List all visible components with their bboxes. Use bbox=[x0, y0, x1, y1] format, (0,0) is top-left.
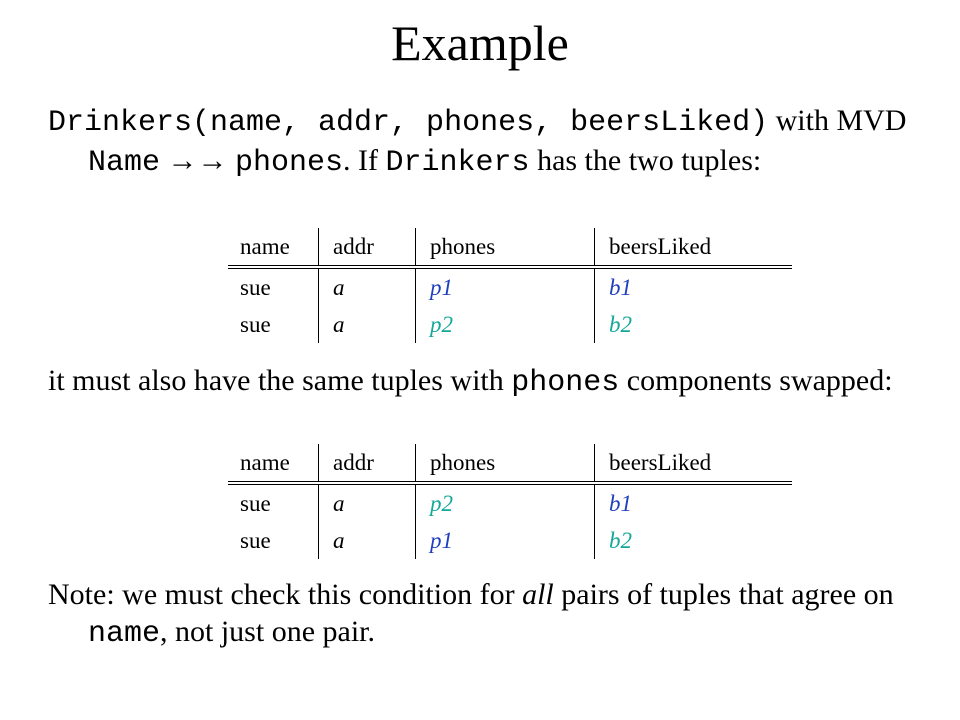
table-row: sue a p1 b2 bbox=[228, 522, 792, 559]
table-cell: sue bbox=[240, 491, 271, 516]
table-cell: p2 bbox=[415, 306, 595, 343]
table-row: sue a p1 b1 bbox=[228, 267, 792, 306]
table-cell: a bbox=[318, 306, 416, 343]
name-code: name bbox=[88, 617, 161, 651]
original-tuples-table: name addr phones beersLiked sue a p1 b1 … bbox=[228, 228, 792, 343]
mvd-rhs: phones bbox=[235, 146, 344, 180]
table-header-row: name addr phones beersLiked bbox=[228, 228, 792, 269]
column-header: phones bbox=[415, 228, 595, 269]
table-cell: sue bbox=[240, 528, 271, 553]
column-header: name bbox=[228, 444, 319, 485]
column-header: beersLiked bbox=[594, 444, 792, 485]
table-header-row: name addr phones beersLiked bbox=[228, 444, 792, 485]
mvd-intro-paragraph: Drinkers(name, addr, phones, beersLiked)… bbox=[48, 102, 960, 182]
has-text: has the two tuples: bbox=[529, 144, 762, 177]
table-cell: p2 bbox=[415, 483, 595, 522]
note-mid-text: pairs of tuples that agree on bbox=[553, 578, 894, 611]
table-cell: b1 bbox=[594, 267, 792, 306]
table-cell: p1 bbox=[415, 522, 595, 559]
swap-lead-text: it must also have the same tuples with bbox=[48, 364, 512, 397]
phones-code: phones bbox=[511, 366, 620, 400]
table-cell: b1 bbox=[594, 483, 792, 522]
table-row: sue a p2 b1 bbox=[228, 483, 792, 522]
relation-name: Drinkers bbox=[385, 146, 530, 180]
column-header: addr bbox=[318, 444, 416, 485]
mvd-lhs: Name bbox=[88, 146, 161, 180]
table-cell: a bbox=[318, 522, 416, 559]
swap-tail-text: components swapped: bbox=[619, 364, 893, 397]
note-emphasis: all bbox=[522, 578, 554, 611]
table-cell: a bbox=[318, 267, 416, 306]
double-arrow-icon: →→ bbox=[160, 144, 236, 177]
relation-schema: Drinkers(name, addr, phones, beersLiked) bbox=[48, 106, 769, 140]
table-row: sue a p2 b2 bbox=[228, 306, 792, 343]
table-cell: sue bbox=[240, 275, 271, 300]
table-cell: a bbox=[318, 483, 416, 522]
swapped-tuples-table: name addr phones beersLiked sue a p2 b1 … bbox=[228, 444, 792, 559]
column-header: beersLiked bbox=[594, 228, 792, 269]
column-header: addr bbox=[318, 228, 416, 269]
table-cell: b2 bbox=[594, 522, 792, 559]
note-tail-text: , not just one pair. bbox=[160, 615, 375, 648]
slide-title: Example bbox=[391, 15, 569, 71]
if-text: . If bbox=[343, 144, 386, 177]
table-cell: b2 bbox=[594, 306, 792, 343]
swap-paragraph: it must also have the same tuples with p… bbox=[48, 362, 960, 402]
with-mvd-text: with MVD bbox=[775, 104, 907, 137]
table-cell: sue bbox=[240, 312, 271, 337]
note-lead-text: Note: we must check this condition for bbox=[48, 578, 523, 611]
note-paragraph: Note: we must check this condition for a… bbox=[48, 576, 960, 653]
table-cell: p1 bbox=[415, 267, 595, 306]
column-header: name bbox=[228, 228, 319, 269]
column-header: phones bbox=[415, 444, 595, 485]
